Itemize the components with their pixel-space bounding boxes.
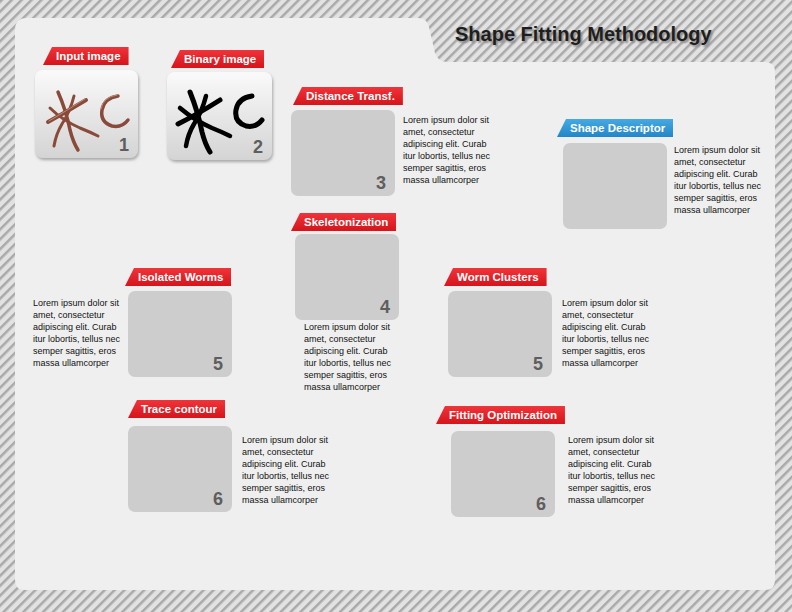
image-box: 4: [295, 234, 399, 320]
image-box: 5: [128, 291, 232, 377]
worm-photo: [48, 92, 128, 150]
step-heading: Isolated Worms: [125, 268, 231, 286]
step-description: Lorem ipsum dolor sit amet, consectetur …: [674, 144, 769, 216]
step-description: Lorem ipsum dolor sit amet, consectetur …: [304, 321, 399, 393]
step-number: 6: [536, 494, 546, 514]
image-box: 2: [167, 72, 272, 160]
step-heading: Input image: [43, 47, 129, 65]
step-description: Lorem ipsum dolor sit amet, consectetur …: [33, 297, 124, 369]
step-heading: Fitting Optimization: [436, 406, 565, 424]
step-number: 5: [213, 354, 223, 374]
worm-binary: [178, 92, 262, 152]
step-panel: 5 Worm ClustersLorem ipsum dolor sit amet…: [444, 268, 657, 377]
step-heading: Distance Transf.: [293, 87, 403, 105]
step-heading: Shape Descriptor: [557, 119, 673, 137]
step-description: Lorem ipsum dolor sit amet, consectetur …: [403, 114, 498, 186]
image-box: 6: [128, 426, 232, 512]
step-number: 5: [533, 354, 543, 374]
step-number: 4: [380, 297, 390, 317]
image-box: [563, 143, 667, 229]
picture-frame: [167, 72, 272, 160]
step-heading: Skeletonization: [291, 213, 396, 231]
image-box: 1: [35, 70, 138, 158]
step-number: 6: [213, 489, 223, 509]
image-box: 6: [451, 431, 555, 517]
step-number: 1: [119, 135, 129, 155]
step-panel: 4 SkeletonizationLorem ipsum dolor sit am…: [291, 213, 399, 393]
step-description: Lorem ipsum dolor sit amet, consectetur …: [568, 434, 663, 506]
image-box: 5: [448, 291, 552, 377]
step-heading: Worm Clusters: [444, 268, 547, 286]
step-heading: Binary image: [171, 50, 264, 68]
step-description: Lorem ipsum dolor sit amet, consectetur …: [242, 434, 337, 506]
step-heading: Trace contour: [128, 400, 225, 418]
picture-frame: [35, 70, 138, 158]
step-panel: 1 Input image: [35, 47, 138, 158]
step-number: 2: [253, 137, 263, 157]
step-number: 3: [376, 173, 386, 193]
step-panel: Shape DescriptorLorem ipsum dolor sit am…: [557, 119, 769, 229]
diagram-title: Shape Fitting Methodology: [455, 21, 712, 47]
main-panel: [15, 18, 775, 590]
step-panel: 6 Trace contourLorem ipsum dolor sit amet…: [128, 400, 337, 512]
step-panel: 3 Distance Transf.Lorem ipsum dolor sit a…: [291, 87, 498, 196]
step-description: Lorem ipsum dolor sit amet, consectetur …: [562, 297, 657, 369]
step-panel: 5 Isolated WormsLorem ipsum dolor sit ame…: [33, 268, 232, 377]
step-panel: 6 Fitting OptimizationLorem ipsum dolor s…: [436, 406, 663, 517]
image-box: 3: [291, 110, 395, 196]
step-panel: 2 Binary image: [167, 50, 272, 160]
